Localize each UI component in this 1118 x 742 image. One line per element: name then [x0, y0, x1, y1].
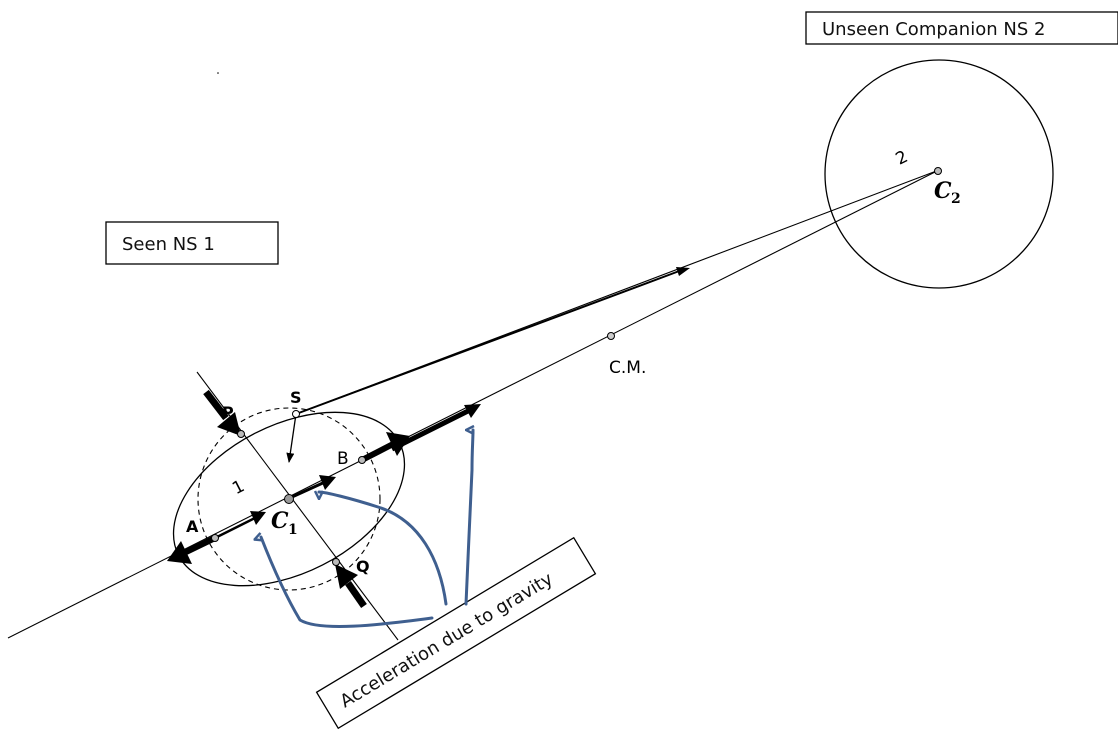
svg-text:1: 1 [288, 522, 298, 538]
a-force-arrow [214, 511, 266, 540]
point-p [237, 430, 245, 438]
companion-star-circle [824, 59, 1054, 289]
svg-text:C: C [934, 178, 952, 204]
q-compression-arrow [335, 564, 367, 608]
point-q [332, 558, 340, 566]
label-body-1: 1 [229, 476, 248, 499]
label-p: P [222, 403, 234, 422]
companion-label: Unseen Companion NS 2 [822, 19, 1045, 40]
tidal-pull-arrow [295, 269, 683, 415]
seen-star-label: Seen NS 1 [122, 234, 215, 255]
point-s [292, 410, 300, 418]
point-a [211, 534, 219, 542]
annotation-arrow-to-a [261, 537, 434, 628]
annotation-arrow-to-c1 [319, 492, 448, 606]
seen-star-label-box: Seen NS 1 [105, 221, 279, 265]
c1-force-arrow [291, 475, 336, 499]
label-c2: C 2 [934, 178, 961, 207]
label-a: A [186, 517, 199, 536]
svg-text:2: 2 [951, 191, 961, 207]
gravity-annotation-strokes [261, 430, 473, 628]
annotation-arrow-to-b [464, 430, 473, 606]
stray-dot [217, 72, 219, 74]
point-cm [607, 332, 615, 340]
seen-star-dashed-circle [197, 407, 381, 591]
label-cm: C.M. [609, 358, 646, 378]
point-c1 [284, 494, 294, 504]
svg-text:C: C [271, 508, 289, 534]
point-b [358, 456, 366, 464]
label-body-2: 2 [893, 147, 912, 170]
label-q: Q [356, 557, 370, 576]
point-c2 [934, 167, 942, 175]
axis-line [7, 169, 940, 639]
s-line-arrowhead [676, 267, 690, 276]
companion-label-box: Unseen Companion NS 2 [805, 11, 1118, 45]
label-b: B [337, 449, 349, 469]
b-surface-arrow [360, 432, 410, 463]
s-to-c1-arrow [286, 413, 297, 463]
gravity-label: Acceleration due to gravity [337, 568, 557, 712]
label-s: S [290, 388, 302, 407]
a-outward-arrow [167, 535, 217, 564]
label-c1: C 1 [271, 508, 298, 538]
p-compression-arrow [203, 389, 241, 436]
